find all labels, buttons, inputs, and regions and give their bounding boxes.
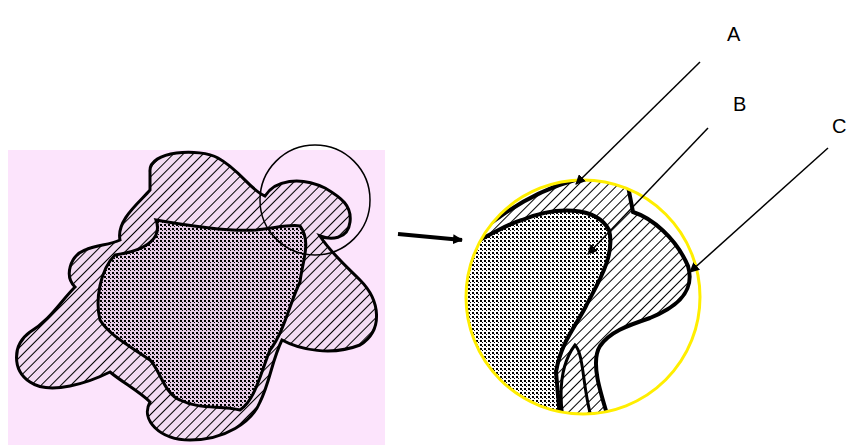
leader-line [588, 128, 708, 254]
leader-line [690, 148, 828, 272]
outer-blob [17, 152, 377, 440]
magnify-circle [260, 145, 370, 255]
zoom-circle [466, 180, 700, 414]
leader-line [576, 62, 700, 184]
background-panel [8, 150, 385, 445]
callout-letter: B [733, 94, 746, 114]
zoom-arrow [398, 234, 462, 240]
inner-region [98, 220, 306, 410]
callout-letter: C [832, 116, 846, 136]
callout-letter: A [727, 24, 740, 44]
